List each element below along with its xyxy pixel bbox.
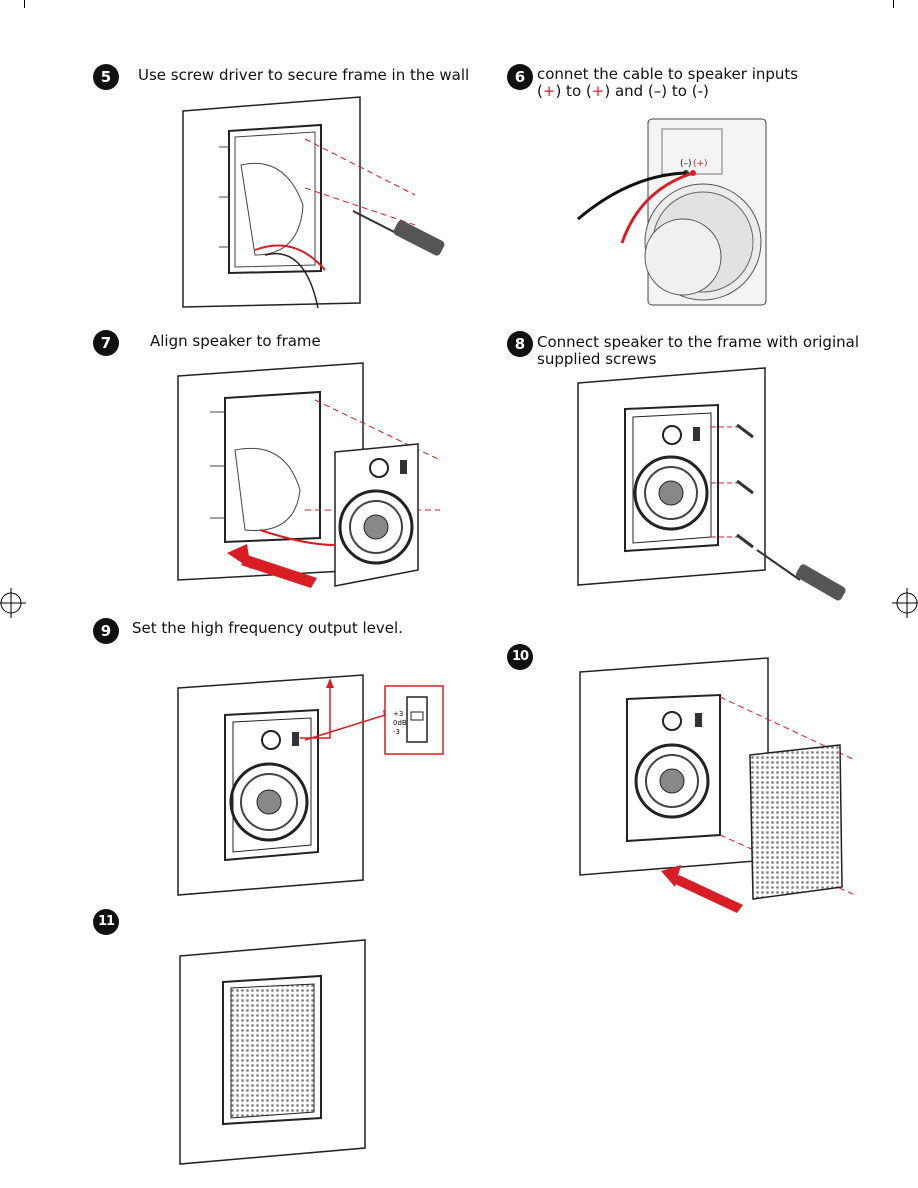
step-6-caption-line1: connet the cable to speaker inputs <box>537 65 799 83</box>
step-7-badge: 7 <box>93 330 119 356</box>
step-7-illustration <box>177 362 441 588</box>
terminal-label-minus: (–) <box>680 159 692 169</box>
registration-mark-right <box>892 588 918 618</box>
step-5-badge: 5 <box>93 64 119 90</box>
step-10-badge: 10 <box>507 644 533 670</box>
step-8-caption-line2: supplied screws <box>537 350 657 368</box>
registration-mark-left <box>0 588 26 618</box>
step-5-illustration <box>182 96 445 309</box>
terminal-label-plus: (+) <box>693 159 708 169</box>
step-6-badge: 6 <box>507 64 533 90</box>
step-6-caption-line2: (+) to (+) and (–) to (-) <box>537 83 709 100</box>
level-label-high: +3 <box>393 710 404 718</box>
step-9-illustration <box>177 674 444 896</box>
crop-mark-top-right <box>893 0 894 8</box>
level-label-mid: 0dB <box>393 719 407 727</box>
step-8-badge: 8 <box>507 331 533 357</box>
step-8-illustration <box>577 367 846 601</box>
text-rest: ) and (–) to (-) <box>604 82 709 100</box>
text-to-1: ) to ( <box>555 82 592 100</box>
step-9-caption: Set the high frequency output level. <box>132 619 403 637</box>
step-11-illustration <box>179 939 366 1165</box>
step-11-badge: 11 <box>93 909 119 935</box>
plus-sign-2: + <box>591 82 605 100</box>
step-6-illustration <box>577 118 767 306</box>
step-9-badge: 9 <box>93 618 119 644</box>
step-5-caption: Use screw driver to secure frame in the … <box>138 66 470 84</box>
step-7-caption: Align speaker to frame <box>150 332 321 350</box>
plus-sign-1: + <box>542 82 556 100</box>
paren-open-1: ( <box>537 82 543 100</box>
step-8-caption-line1: Connect speaker to the frame with origin… <box>537 333 859 351</box>
step-10-illustration <box>579 657 856 913</box>
crop-mark-top-left <box>24 0 25 8</box>
level-label-low: -3 <box>393 728 400 736</box>
